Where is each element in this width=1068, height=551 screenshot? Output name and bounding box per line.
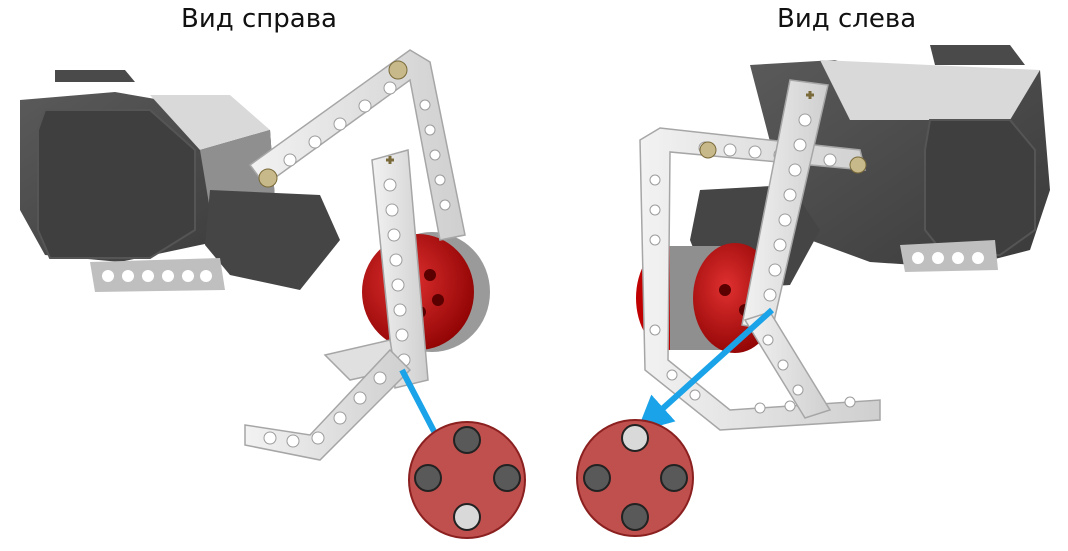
beam-diagonal-left: [743, 311, 832, 419]
disk-hole-left: [414, 464, 442, 492]
disk-hole-top: [453, 426, 481, 454]
disk-hole-bottom: [621, 503, 649, 531]
right-view-label: Вид справа: [181, 4, 337, 34]
arrow-left-view: [636, 307, 775, 433]
right-view-assembly: [20, 49, 526, 539]
beam-vertical-right: [371, 149, 429, 389]
beam-lower-right: [244, 339, 412, 461]
left-view-assembly: [576, 45, 1050, 537]
beam-upper-right: [248, 49, 466, 241]
motor-body-right: [20, 70, 340, 292]
disk-hole-top-highlight: [621, 424, 649, 452]
disk-hole-right: [660, 464, 688, 492]
beam-vertical-left: [741, 79, 829, 331]
disk-hole-right: [493, 464, 521, 492]
position-disk-left: [576, 419, 694, 537]
left-view-label: Вид слева: [777, 4, 917, 34]
disk-hole-bottom-highlight: [453, 503, 481, 531]
position-disk-right: [408, 421, 526, 539]
disk-hole-left: [583, 464, 611, 492]
